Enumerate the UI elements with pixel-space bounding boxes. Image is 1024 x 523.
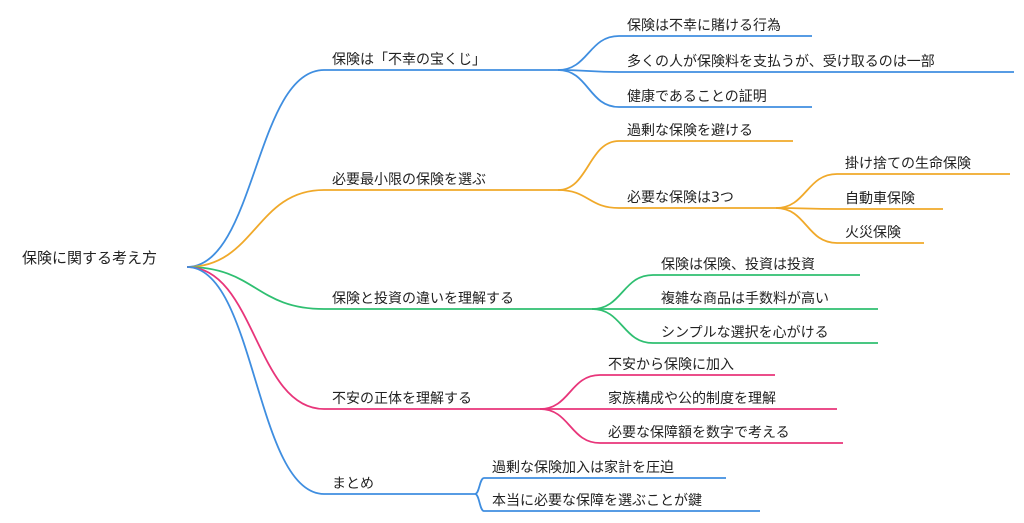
leaf-node-3-3: シンプルな選択を心がける: [661, 325, 829, 341]
sub-node-2-2-3: 火災保険: [845, 225, 901, 241]
edge-root-to-branch-5: [186, 266, 325, 495]
leaf-node-1-3: 健康であることの証明: [627, 88, 767, 105]
leaf-node-2-2: 必要な保険は3つ: [627, 190, 734, 206]
edge-branch-2-to-leaf-2: [557, 189, 620, 209]
leaf-node-3-1: 保険は保険、投資は投資: [661, 257, 815, 273]
edges-layer: [186, 35, 1014, 512]
branch-node-1: 保険は「不幸の宝くじ」: [332, 52, 486, 68]
sub-node-2-2-2: 自動車保険: [845, 190, 915, 207]
edge-branch-3-to-leaf-1: [591, 274, 654, 310]
leaf-node-1-1: 保険は不幸に賭ける行為: [627, 18, 781, 34]
leaf-node-5-2: 本当に必要な保障を選ぶことが鍵: [492, 493, 702, 509]
branch-node-3: 保険と投資の違いを理解する: [332, 291, 514, 307]
leaf-node-4-1: 不安から保険に加入: [608, 357, 734, 373]
leaf-node-4-2: 家族構成や公的制度を理解: [608, 390, 776, 407]
edge-branch-3-to-leaf-3: [591, 308, 654, 344]
edge-root-to-branch-4: [186, 266, 325, 410]
edge-branch-5-to-leaf-2: [474, 493, 485, 512]
root-node-label: 保険に関する考え方: [22, 249, 157, 267]
leaf-node-2-1: 過剰な保険を避ける: [627, 123, 753, 139]
edge-root-to-branch-3: [186, 266, 325, 310]
branch-node-5: まとめ: [332, 476, 374, 492]
edge-leaf-2-2-to-sub-1: [775, 173, 838, 209]
nodes-layer: 保険に関する考え方 保険は「不幸の宝くじ」 保険は不幸に賭ける行為多くの人が保険料…: [22, 18, 971, 509]
leaf-node-4-3: 必要な保障額を数字で考える: [608, 425, 790, 441]
branch-node-4: 不安の正体を理解する: [332, 391, 472, 407]
edge-branch-1-to-leaf-1: [557, 35, 620, 71]
edge-branch-5-to-leaf-1: [474, 477, 485, 495]
branch-node-2: 必要最小限の保険を選ぶ: [332, 172, 486, 188]
edge-branch-2-to-leaf-1: [557, 140, 620, 191]
edge-branch-4-to-leaf-3: [539, 408, 601, 444]
leaf-node-5-1: 過剰な保険加入は家計を圧迫: [492, 459, 674, 476]
edge-branch-4-to-leaf-1: [539, 374, 601, 410]
edge-root-to-branch-2: [186, 189, 325, 268]
edge-root-to-branch-1: [186, 69, 325, 268]
sub-node-2-2-1: 掛け捨ての生命保険: [845, 155, 971, 172]
edge-leaf-2-2-to-sub-3: [775, 207, 838, 244]
leaf-node-1-2: 多くの人が保険料を支払うが、受け取るのは一部: [627, 53, 935, 70]
leaf-node-3-2: 複雑な商品は手数料が高い: [661, 290, 829, 307]
edge-branch-1-to-leaf-3: [557, 69, 620, 108]
